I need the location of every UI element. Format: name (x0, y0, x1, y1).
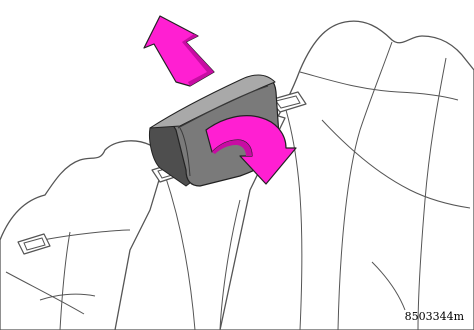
part-code-label: 8503344m (405, 311, 464, 322)
